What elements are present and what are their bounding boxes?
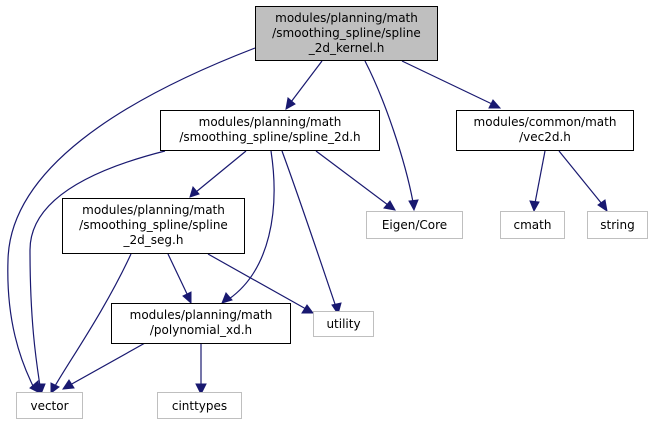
- edge-head: [488, 99, 502, 109]
- edge-head: [408, 199, 419, 212]
- edges: [7, 47, 608, 396]
- nodes: modules/planning/math /smoothing_spline/…: [16, 6, 648, 419]
- node-label-line: /vec2d.h: [519, 130, 571, 144]
- edge-spline2d-to-poly: [228, 150, 275, 300]
- edge-spline2d-to-eigen: [315, 150, 389, 206]
- node-box: [587, 211, 648, 239]
- node-vector[interactable]: vector: [16, 392, 83, 419]
- edge-head: [50, 382, 60, 394]
- node-polynomial-xd[interactable]: modules/planning/math /polynomial_xd.h: [111, 303, 291, 344]
- edge-head: [301, 304, 314, 314]
- node-eigen-core[interactable]: Eigen/Core: [366, 211, 463, 239]
- edge-poly-to-vector: [69, 342, 146, 386]
- edge-spline2d-to-vector: [29, 150, 166, 387]
- edge-kernel-to-eigen: [364, 60, 414, 203]
- node-box: [111, 303, 291, 344]
- node-label-line: modules/planning/math: [275, 11, 418, 25]
- edge-head: [221, 292, 233, 304]
- node-label-line: modules/planning/math: [82, 203, 225, 217]
- node-box: [16, 392, 83, 419]
- node-box: [366, 211, 463, 239]
- edge-head: [383, 200, 396, 211]
- edge-head: [35, 383, 46, 396]
- node-box: [157, 392, 242, 419]
- node-box: [500, 211, 565, 239]
- node-label-line: modules/common/math: [474, 115, 617, 129]
- node-label-line: modules/planning/math: [130, 308, 273, 322]
- edge-spline2d-to-utility: [281, 150, 337, 308]
- node-label-line: modules/planning/math: [199, 115, 342, 129]
- node-spline-2d-seg[interactable]: modules/planning/math /smoothing_spline/…: [62, 198, 245, 254]
- node-cmath[interactable]: cmath: [500, 211, 565, 239]
- node-utility[interactable]: utility: [313, 311, 374, 337]
- node-vec2d[interactable]: modules/common/math /vec2d.h: [456, 110, 634, 151]
- edge-seg-to-utility: [207, 253, 307, 310]
- node-label-line: /polynomial_xd.h: [150, 323, 252, 337]
- node-label-line: _2d_kernel.h: [308, 41, 385, 55]
- node-box: [456, 110, 634, 151]
- node-label-line: _2d_seg.h: [123, 233, 184, 247]
- node-box: [62, 198, 245, 254]
- edge-head: [182, 291, 192, 305]
- node-label-line: utility: [326, 317, 360, 331]
- edge-kernel-to-vector: [7, 47, 256, 389]
- edge-head: [597, 199, 608, 213]
- edge-kernel-to-vec2d: [401, 60, 493, 105]
- node-box: [160, 110, 380, 151]
- node-label-line: cinttypes: [172, 399, 227, 413]
- node-box: [255, 6, 438, 61]
- node-label-line: cmath: [514, 218, 552, 232]
- edge-vec2d-to-string: [558, 150, 603, 205]
- edge-head: [189, 185, 200, 198]
- node-spline-2d[interactable]: modules/planning/math /smoothing_spline/…: [160, 110, 380, 151]
- node-label-line: Eigen/Core: [382, 218, 447, 232]
- node-label-line: string: [600, 218, 634, 232]
- edge-seg-to-vector: [54, 253, 132, 387]
- node-label-line: vector: [30, 399, 68, 413]
- node-label-line: /smoothing_spline/spline: [79, 218, 228, 232]
- edge-head: [529, 200, 540, 213]
- edge-spline2d-to-seg: [195, 150, 247, 193]
- edge-kernel-to-spline2d: [290, 60, 323, 103]
- edge-vec2d-to-cmath: [534, 150, 546, 204]
- edge-head: [285, 97, 296, 110]
- node-label-line: /smoothing_spline/spline_2d.h: [179, 130, 360, 144]
- edge-seg-to-poly: [167, 253, 189, 297]
- node-string[interactable]: string: [587, 211, 648, 239]
- node-box: [313, 311, 374, 337]
- edge-head: [62, 379, 75, 390]
- node-cinttypes[interactable]: cinttypes: [157, 392, 242, 419]
- edge-head: [195, 383, 207, 396]
- node-spline-2d-kernel[interactable]: modules/planning/math /smoothing_spline/…: [255, 6, 438, 61]
- node-label-line: /smoothing_spline/spline: [272, 26, 421, 40]
